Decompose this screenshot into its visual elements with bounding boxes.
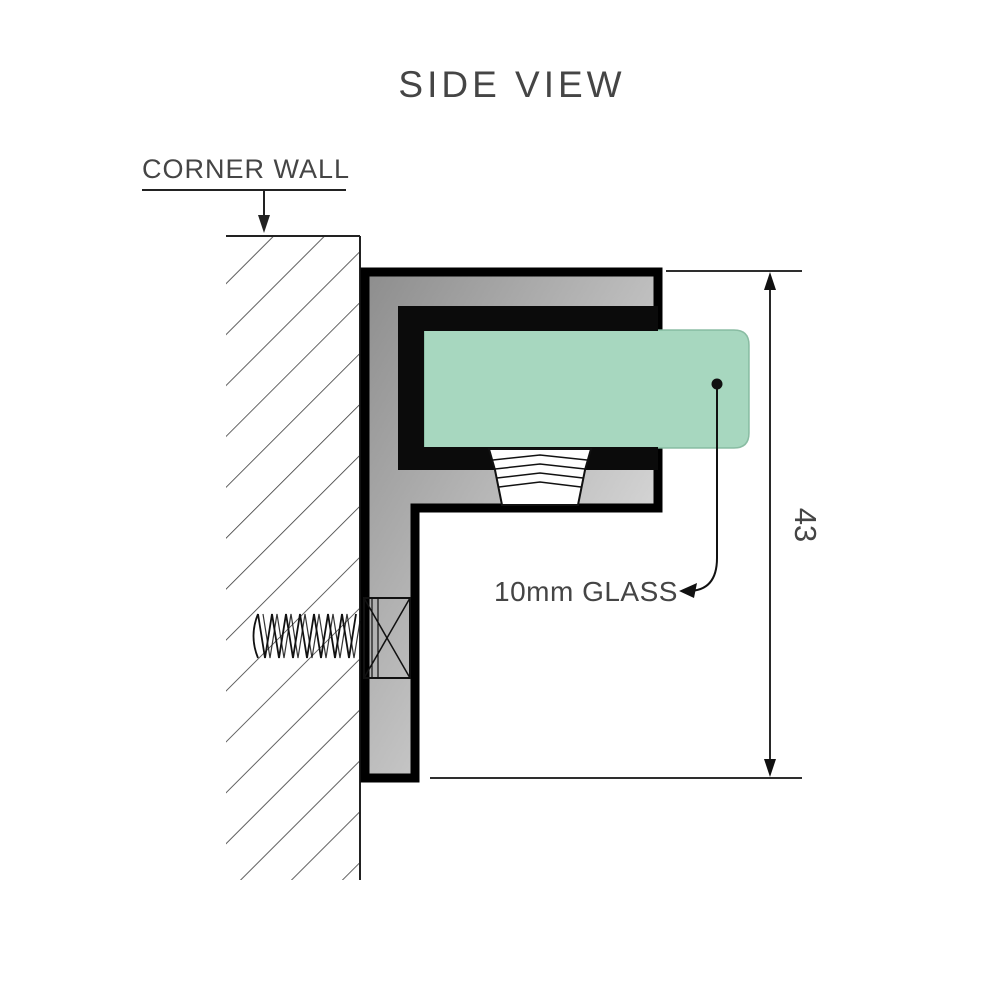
corner-wall-callout: CORNER WALL	[142, 154, 350, 233]
grub-screw-thread-2	[494, 463, 586, 470]
grub-screw	[487, 448, 593, 506]
screw-tip	[252, 613, 259, 659]
screw-head-outline	[363, 597, 411, 679]
glass-panel	[424, 330, 749, 448]
glass-panel-edge	[423, 329, 750, 449]
glass-label: 10mm GLASS	[494, 576, 678, 607]
grub-screw-body	[487, 448, 593, 506]
dimension-43: 43	[430, 270, 823, 779]
dimension-arrow-top	[764, 272, 776, 290]
screw-thread-zigzag-2	[262, 613, 361, 659]
grub-screw-thread-1	[492, 454, 588, 461]
wall	[226, 235, 361, 880]
dimension-value: 43	[788, 508, 823, 542]
bracket	[252, 267, 750, 783]
mounting-screw	[252, 597, 411, 679]
leader-arrowhead	[679, 583, 697, 598]
glass-callout: 10mm GLASS	[494, 378, 723, 607]
bracket-gasket	[398, 306, 658, 470]
wall-hatching	[226, 236, 360, 880]
grub-screw-thread-4	[498, 481, 582, 488]
corner-wall-label: CORNER WALL	[142, 154, 350, 184]
diagram-title: SIDE VIEW	[398, 64, 625, 105]
grub-screw-thread-3	[496, 472, 584, 479]
corner-wall-arrowhead	[258, 215, 270, 233]
dimension-arrow-bottom	[764, 759, 776, 777]
